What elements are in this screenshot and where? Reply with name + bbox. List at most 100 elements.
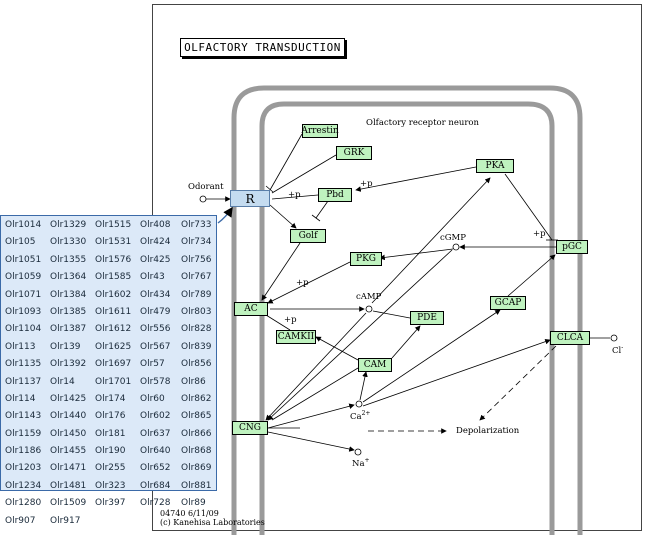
- olr-gene-item[interactable]: Olr637: [140, 428, 171, 439]
- receptor-node[interactable]: R: [230, 190, 270, 207]
- cam-node[interactable]: CAM: [358, 358, 392, 372]
- olr-gene-item[interactable]: Olr828: [181, 324, 212, 335]
- olr-gene-item[interactable]: Olr14: [50, 376, 75, 387]
- olr-gene-item[interactable]: Olr139: [50, 341, 81, 352]
- olr-gene-item[interactable]: Olr43: [140, 272, 165, 283]
- olr-gene-item[interactable]: Olr190: [95, 446, 126, 457]
- pka-node[interactable]: PKA: [476, 159, 514, 173]
- pde-node[interactable]: PDE: [410, 311, 444, 325]
- olr-gene-item[interactable]: Olr1159: [5, 428, 42, 439]
- olr-gene-item[interactable]: Olr684: [140, 480, 171, 491]
- olr-gene-item[interactable]: Olr733: [181, 220, 212, 230]
- olr-gene-item[interactable]: Olr1602: [95, 289, 132, 300]
- olr-gene-item[interactable]: Olr868: [181, 446, 212, 457]
- olr-gene-item[interactable]: Olr756: [181, 254, 212, 265]
- olr-gene-item[interactable]: Olr1611: [95, 306, 132, 317]
- olr-gene-item[interactable]: Olr113: [5, 341, 36, 352]
- olr-gene-item[interactable]: Olr479: [140, 306, 171, 317]
- olr-gene-item[interactable]: Olr1051: [5, 254, 42, 265]
- olr-gene-item[interactable]: Olr1364: [50, 272, 87, 283]
- olr-gene-item[interactable]: Olr434: [140, 289, 171, 300]
- olr-gene-item[interactable]: Olr1450: [50, 428, 87, 439]
- gcap-node[interactable]: GCAP: [490, 296, 526, 310]
- olr-gene-item[interactable]: Olr567: [140, 341, 171, 352]
- olr-gene-item[interactable]: Olr176: [95, 411, 126, 422]
- olr-gene-item[interactable]: Olr86: [181, 376, 206, 387]
- olr-gene-item[interactable]: Olr1509: [50, 498, 87, 509]
- olr-gene-item[interactable]: Olr1701: [95, 376, 132, 387]
- ac-node[interactable]: AC: [234, 302, 268, 316]
- olr-gene-item[interactable]: Olr1585: [95, 272, 132, 283]
- olr-gene-item[interactable]: Olr803: [181, 306, 212, 317]
- olr-gene-item[interactable]: Olr181: [95, 428, 126, 439]
- olr-gene-item[interactable]: Olr1071: [5, 289, 42, 300]
- olr-gene-item[interactable]: Olr408: [140, 220, 171, 230]
- olr-gene-item[interactable]: Olr1612: [95, 324, 132, 335]
- olr-gene-item[interactable]: Olr1203: [5, 463, 42, 474]
- pgc-node[interactable]: pGC: [556, 240, 588, 254]
- pkg-node[interactable]: PKG: [350, 252, 382, 266]
- grk-node[interactable]: GRK: [336, 146, 372, 160]
- olr-gene-item[interactable]: Olr1330: [50, 237, 87, 248]
- olr-gene-item[interactable]: Olr728: [140, 498, 171, 509]
- olr-gene-item[interactable]: Olr397: [95, 498, 126, 509]
- olr-gene-item[interactable]: Olr1280: [5, 498, 42, 509]
- olr-gene-item[interactable]: Olr1329: [50, 220, 87, 230]
- olr-gene-item[interactable]: Olr89: [181, 498, 206, 509]
- olr-gene-item[interactable]: Olr1440: [50, 411, 87, 422]
- olr-gene-item[interactable]: Olr1481: [50, 480, 87, 491]
- olr-gene-item[interactable]: Olr1531: [95, 237, 132, 248]
- olr-gene-item[interactable]: Olr907: [5, 515, 36, 526]
- olr-gene-item[interactable]: Olr652: [140, 463, 171, 474]
- olr-gene-item[interactable]: Olr1059: [5, 272, 42, 283]
- olr-gene-item[interactable]: Olr1135: [5, 359, 42, 370]
- olr-gene-item[interactable]: Olr866: [181, 428, 212, 439]
- olr-gene-item[interactable]: Olr174: [95, 393, 126, 404]
- pbd-node[interactable]: Pbd: [318, 188, 352, 202]
- olr-gene-item[interactable]: Olr856: [181, 359, 212, 370]
- olr-gene-item[interactable]: Olr1186: [5, 446, 42, 457]
- olr-gene-item[interactable]: Olr60: [140, 393, 165, 404]
- olr-gene-item[interactable]: Olr602: [140, 411, 171, 422]
- olr-gene-item[interactable]: Olr881: [181, 480, 212, 491]
- golf-node[interactable]: Golf: [290, 229, 326, 243]
- olr-gene-item[interactable]: Olr425: [140, 254, 171, 265]
- camkii-node[interactable]: CAMKII: [276, 330, 316, 344]
- olr-gene-item[interactable]: Olr789: [181, 289, 212, 300]
- olr-gene-item[interactable]: Olr1137: [5, 376, 42, 387]
- olr-gene-item[interactable]: Olr1234: [5, 480, 42, 491]
- olr-gene-item[interactable]: Olr105: [5, 237, 36, 248]
- olr-gene-item[interactable]: Olr323: [95, 480, 126, 491]
- olr-gene-item[interactable]: Olr114: [5, 393, 36, 404]
- olr-gene-item[interactable]: Olr865: [181, 411, 212, 422]
- olr-gene-item[interactable]: Olr862: [181, 393, 212, 404]
- olr-gene-item[interactable]: Olr1515: [95, 220, 132, 230]
- olr-gene-item[interactable]: Olr57: [140, 359, 165, 370]
- olr-gene-item[interactable]: Olr1104: [5, 324, 42, 335]
- olr-gene-item[interactable]: Olr1355: [50, 254, 87, 265]
- olr-gene-item[interactable]: Olr578: [140, 376, 171, 387]
- olr-gene-item[interactable]: Olr1387: [50, 324, 87, 335]
- clca-node[interactable]: CLCA: [550, 331, 590, 345]
- olr-gene-item[interactable]: Olr767: [181, 272, 212, 283]
- olr-gene-item[interactable]: Olr1576: [95, 254, 132, 265]
- olr-gene-item[interactable]: Olr556: [140, 324, 171, 335]
- olr-gene-item[interactable]: Olr917: [50, 515, 81, 526]
- olr-gene-item[interactable]: Olr1697: [95, 359, 132, 370]
- olr-gene-item[interactable]: Olr1455: [50, 446, 87, 457]
- olr-gene-item[interactable]: Olr1093: [5, 306, 42, 317]
- olr-gene-item[interactable]: Olr1471: [50, 463, 87, 474]
- olr-gene-item[interactable]: Olr869: [181, 463, 212, 474]
- olr-gene-item[interactable]: Olr424: [140, 237, 171, 248]
- olr-gene-item[interactable]: Olr255: [95, 463, 126, 474]
- olr-gene-item[interactable]: Olr1014: [5, 220, 42, 230]
- olr-gene-item[interactable]: Olr734: [181, 237, 212, 248]
- olr-gene-item[interactable]: Olr1385: [50, 306, 87, 317]
- cng-node[interactable]: CNG: [232, 421, 268, 435]
- olr-gene-item[interactable]: Olr1625: [95, 341, 132, 352]
- olr-gene-item[interactable]: Olr1143: [5, 411, 42, 422]
- olr-gene-item[interactable]: Olr640: [140, 446, 171, 457]
- olr-gene-item[interactable]: Olr1425: [50, 393, 87, 404]
- olr-gene-item[interactable]: Olr1384: [50, 289, 87, 300]
- olr-gene-item[interactable]: Olr1392: [50, 359, 87, 370]
